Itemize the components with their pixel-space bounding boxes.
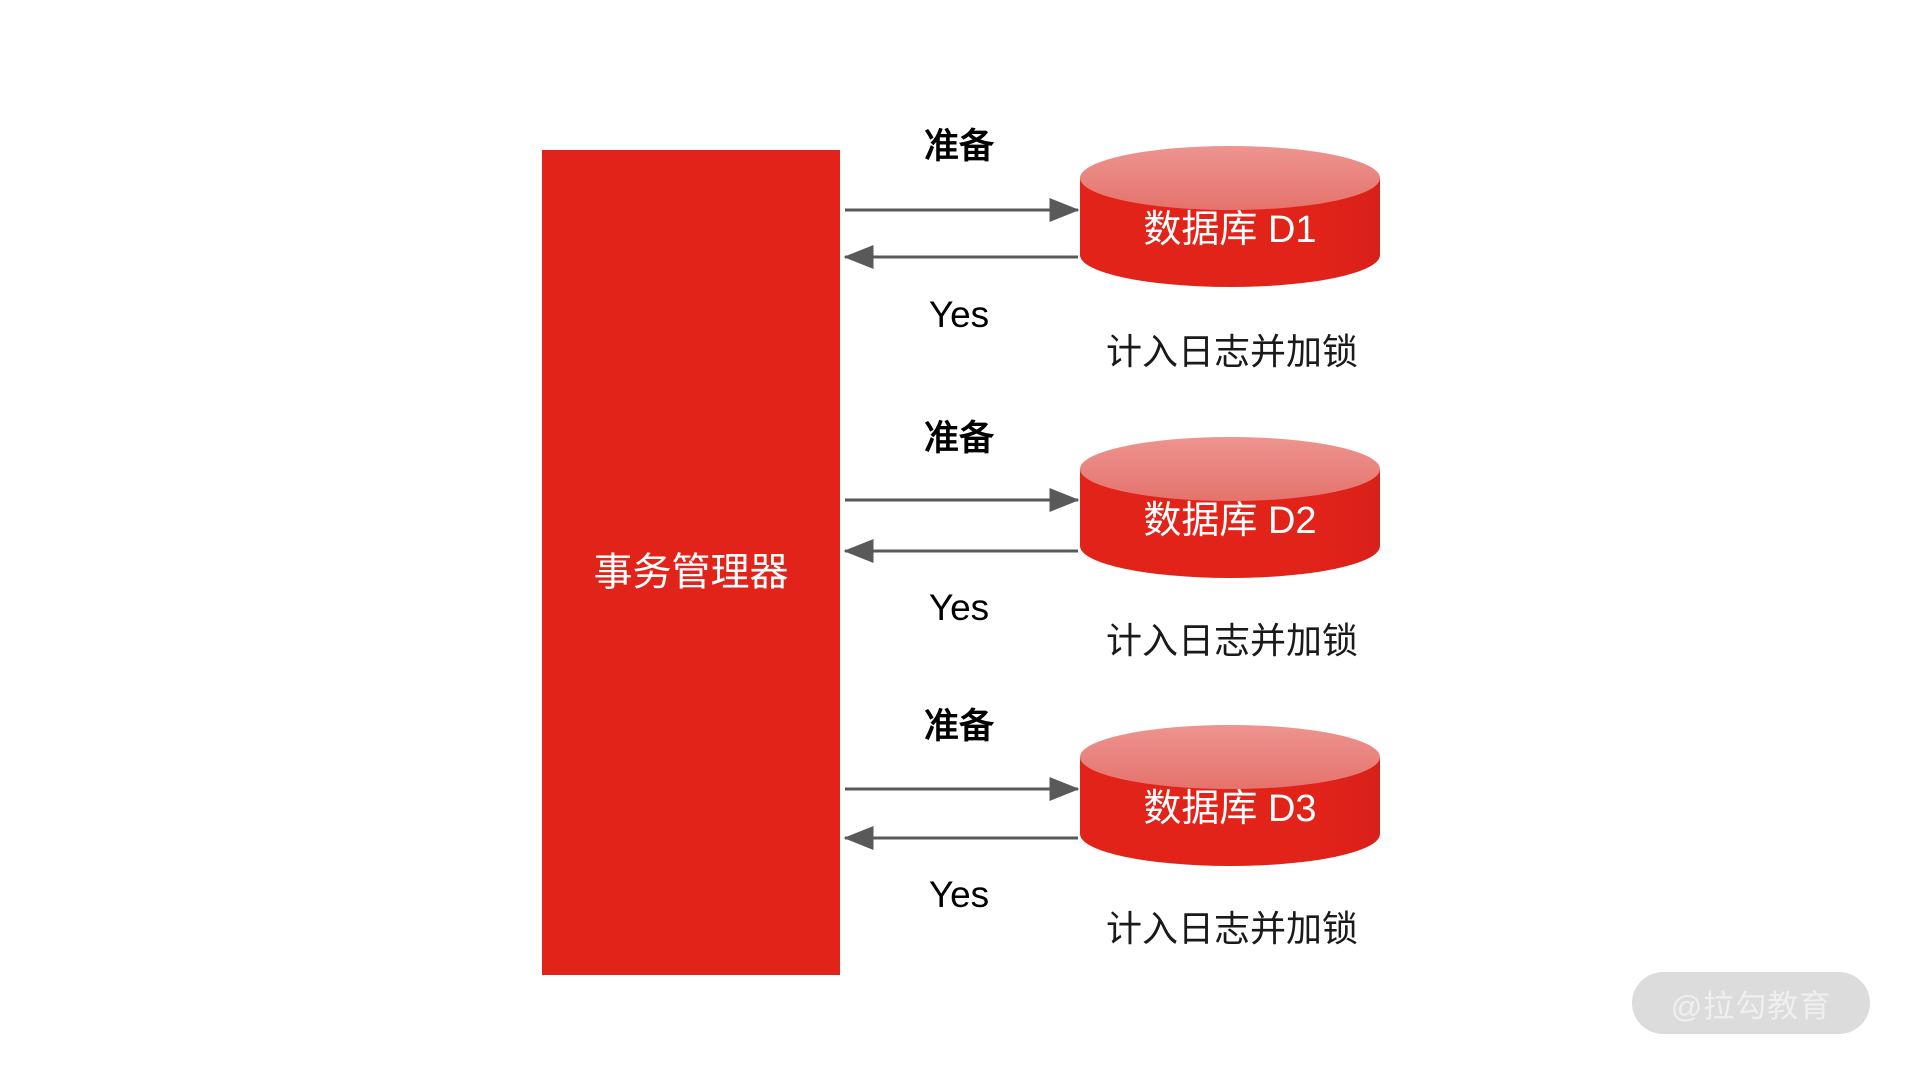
response-label-3: Yes xyxy=(929,874,989,915)
database-label-1: 数据库 D1 xyxy=(1143,209,1316,251)
request-label-3: 准备 xyxy=(924,707,995,746)
transaction-manager-label: 事务管理器 xyxy=(593,551,788,594)
database-node-2[interactable]: 数据库 D2 xyxy=(1080,437,1380,578)
response-label-2: Yes xyxy=(929,587,989,628)
database-node-3[interactable]: 数据库 D3 xyxy=(1080,725,1380,866)
watermark-label: @拉勾教育 xyxy=(1670,988,1832,1024)
request-label-1: 准备 xyxy=(924,127,995,166)
response-label-1: Yes xyxy=(929,294,989,335)
cylinder-top-3 xyxy=(1080,725,1380,789)
flow-row-2: 准备 Yes 数据库 D2 计入日志并加锁 xyxy=(843,419,1380,661)
transaction-manager-box xyxy=(542,150,840,975)
database-caption-1: 计入日志并加锁 xyxy=(1106,331,1358,372)
watermark-badge: @拉勾教育 xyxy=(1632,972,1870,1034)
database-node-1[interactable]: 数据库 D1 xyxy=(1080,146,1380,287)
cylinder-top-1 xyxy=(1080,146,1380,210)
database-caption-3: 计入日志并加锁 xyxy=(1106,908,1358,949)
flow-row-1: 准备 Yes 数据库 D1 计入日志并加锁 xyxy=(843,127,1380,372)
request-label-2: 准备 xyxy=(924,419,995,458)
database-label-3: 数据库 D3 xyxy=(1143,788,1316,830)
transaction-manager-node[interactable]: 事务管理器 xyxy=(542,150,840,975)
cylinder-top-2 xyxy=(1080,437,1380,501)
database-label-2: 数据库 D2 xyxy=(1143,500,1316,542)
database-caption-2: 计入日志并加锁 xyxy=(1106,620,1358,661)
flow-row-3: 准备 Yes 数据库 D3 计入日志并加锁 xyxy=(843,707,1380,949)
